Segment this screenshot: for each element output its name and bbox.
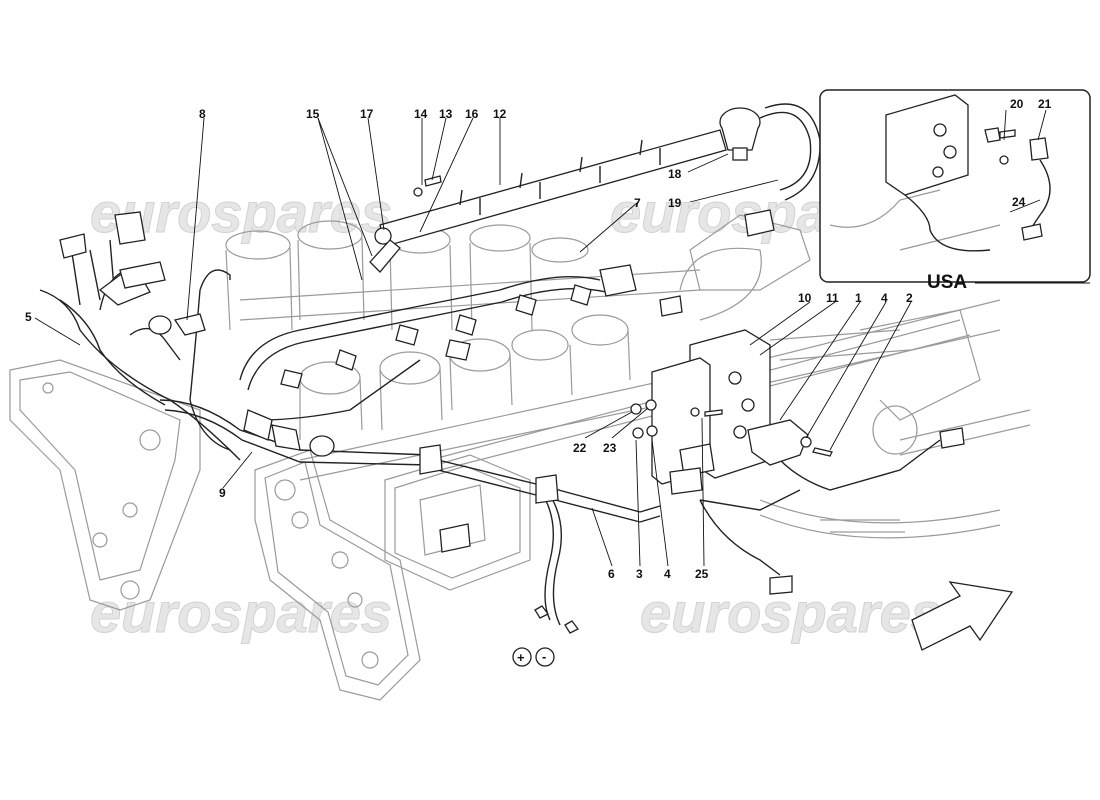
- callout-1: 1: [855, 291, 862, 305]
- callout-4-lower: 4: [664, 567, 671, 581]
- fuel-pressure-regulator: [719, 103, 821, 201]
- harness-connectors: [59, 209, 965, 595]
- callout-16: 16: [465, 107, 479, 121]
- callout-2: 2: [906, 291, 913, 305]
- callout-7: 7: [634, 196, 641, 210]
- negative-terminal-icon: [535, 647, 555, 667]
- engine-block-outline: [225, 214, 1031, 539]
- callout-19: 19: [668, 196, 682, 210]
- callout-10: 10: [798, 291, 812, 305]
- callout-12: 12: [493, 107, 507, 121]
- fuel-injectors: [280, 239, 592, 389]
- callout-23: 23: [603, 441, 617, 455]
- callout-18: 18: [668, 167, 682, 181]
- fuel-rail: [374, 129, 727, 247]
- watermark-bottom-left: eurospares: [90, 581, 392, 644]
- watermark-bottom-right: eurospares: [640, 581, 942, 644]
- center-mounting-bracket: [254, 449, 421, 701]
- callout-25: 25: [695, 567, 709, 581]
- callout-15: 15: [306, 107, 320, 121]
- negative-terminal-label: -: [542, 649, 546, 664]
- callout-5: 5: [25, 310, 32, 324]
- callout-8: 8: [199, 107, 206, 121]
- usa-inset-label: USA: [927, 272, 967, 293]
- callout-21: 21: [1038, 97, 1052, 111]
- callout-22: 22: [573, 441, 587, 455]
- callout-6: 6: [608, 567, 615, 581]
- left-mounting-bracket: [9, 359, 201, 611]
- ecu-assembly: [651, 329, 809, 495]
- callout-17: 17: [360, 107, 374, 121]
- callout-4-upper: 4: [881, 291, 888, 305]
- fasteners: [413, 175, 833, 634]
- positive-terminal-icon: [512, 647, 532, 667]
- callout-3: 3: [636, 567, 643, 581]
- callout-14: 14: [414, 107, 428, 121]
- battery-terminals: + -: [512, 647, 555, 667]
- direction-arrow: [911, 581, 1014, 651]
- callout-11: 11: [826, 291, 839, 305]
- callout-labels: 1 2 3 4 4 5 6 7 8 9 10 11 12 13 14 15 16…: [25, 97, 1052, 581]
- callout-24: 24: [1012, 195, 1026, 209]
- callout-20: 20: [1010, 97, 1024, 111]
- usa-inset: USA: [819, 89, 1091, 293]
- callout-13: 13: [439, 107, 453, 121]
- leader-lines: [34, 109, 1047, 567]
- positive-terminal-label: +: [517, 650, 525, 665]
- callout-9: 9: [219, 486, 226, 500]
